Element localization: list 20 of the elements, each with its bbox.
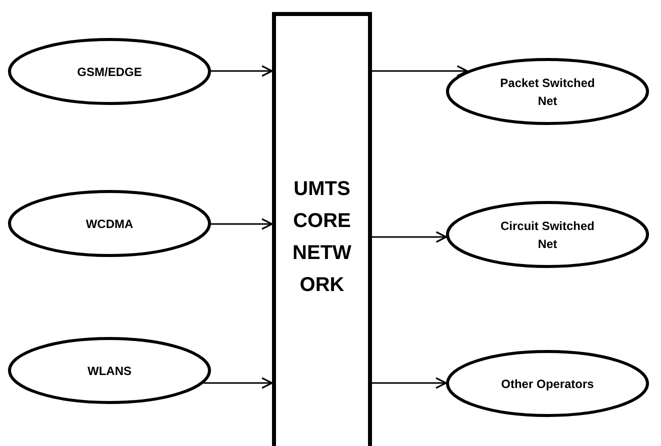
network-ellipse (8, 337, 211, 404)
network-ellipse (8, 38, 211, 105)
node-label: WLANS (86, 362, 132, 380)
arrow (211, 65, 273, 77)
network-ellipse (446, 201, 649, 268)
core-network-box (272, 12, 372, 446)
node-label: UMTS CORE NETW ORK (292, 177, 352, 298)
network-ellipse (446, 58, 649, 125)
arrow (211, 218, 273, 230)
node-label: GSM/EDGE (76, 64, 143, 80)
arrow (372, 377, 447, 389)
node-label: Packet Switched Net (499, 74, 596, 110)
node-label: Circuit Switched Net (499, 218, 596, 252)
node-label: Other Operators (500, 376, 595, 392)
node-label: WCDMA (84, 216, 134, 232)
network-ellipse (8, 190, 211, 257)
arrow (204, 377, 273, 389)
arrow (372, 231, 448, 243)
network-ellipse (446, 350, 649, 417)
arrow (372, 65, 468, 77)
